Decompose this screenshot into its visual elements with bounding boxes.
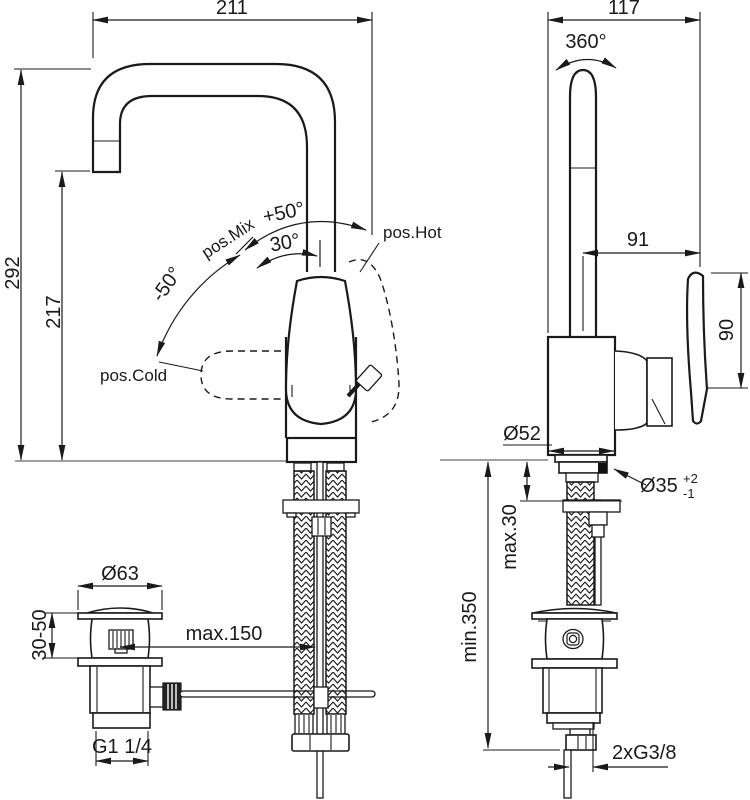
- rod-coupler-side: [588, 511, 608, 526]
- handle-front: [284, 275, 358, 426]
- pos-cold-leader: [158, 361, 204, 372]
- dim-hose-thread-label: 2xG3/8: [612, 742, 676, 764]
- brand-mark-icon: [562, 628, 584, 650]
- dim-hose-min-length: min.350: [459, 461, 560, 751]
- pop-up-waste-side: [531, 607, 618, 799]
- arc-plus50: [244, 220, 367, 251]
- lever-knob: [355, 364, 383, 392]
- dim-handle-reach-label: 91: [627, 229, 649, 251]
- thirty-label: 30°: [268, 230, 302, 257]
- arc-30: [256, 248, 318, 269]
- base-seal: [598, 463, 607, 473]
- dim-handle-height: 90: [706, 272, 748, 389]
- rod-coupler-upper: [311, 516, 332, 537]
- dim-hole-diameter-label: Ø35+2-1: [640, 471, 698, 501]
- handle-angle-annotations: pos.Mix +50° 30° -50° pos.Cold pos.Hot: [100, 198, 442, 385]
- threaded-shank: [565, 472, 599, 483]
- dim-body-diameter: Ø52: [503, 423, 615, 455]
- lever-stem: [346, 381, 362, 398]
- g38-hex-nut: [565, 734, 597, 751]
- dim-spout-reach: 211: [92, 0, 373, 235]
- handle-position-hot-dashed: [348, 258, 400, 423]
- rod-coupler-lower: [313, 686, 329, 709]
- dim-waste-thread-label: G1 1/4: [92, 736, 152, 758]
- dim-hose-min-length-label: min.350: [459, 591, 481, 662]
- spout-tube-side: [568, 68, 598, 337]
- pull-rod-front: [316, 461, 324, 799]
- base-lip-side: [554, 454, 608, 463]
- pos-cold-label: pos.Cold: [100, 366, 167, 385]
- mounting-hardware-front: [282, 499, 360, 752]
- dim-depth-label: 117: [608, 0, 640, 19]
- handle-neck: [614, 350, 648, 431]
- swivel-arc: [555, 57, 617, 71]
- dim-outlet-height: 217: [43, 170, 90, 461]
- pos-hot-label: pos.Hot: [383, 223, 442, 242]
- hose-fitting-left: [293, 462, 312, 472]
- dim-handle-height-label: 90: [716, 319, 738, 341]
- dim-deck-thickness-label: max.30: [499, 504, 521, 570]
- handle-blade-side: [685, 271, 709, 425]
- dim-rod-max-length: max.150: [119, 623, 316, 651]
- dim-handle-reach: 91: [582, 229, 701, 331]
- waste-side-port: [149, 686, 164, 708]
- front-view: 211 292 217 pos.Mix +50° 30° -50° pos.Co: [2, 0, 442, 799]
- dim-hose-thread: 2xG3/8: [548, 722, 676, 772]
- body-side: [546, 335, 617, 457]
- dim-deck-thickness-max: max.30: [499, 461, 622, 570]
- dim-hole-diameter: Ø35+2-1: [613, 468, 698, 501]
- dim-body-diameter-label: Ø52: [503, 423, 541, 445]
- pop-up-waste-front: [77, 607, 182, 729]
- handle-joint: [646, 357, 673, 427]
- dim-total-height: 292: [2, 68, 91, 461]
- dim-waste-flange-label: Ø63: [101, 563, 139, 585]
- dim-outlet-height-label: 217: [43, 295, 65, 328]
- dim-waste-thread: G1 1/4: [92, 731, 152, 766]
- hose-fitting-right: [326, 462, 345, 472]
- waste-rod-side: [563, 749, 572, 799]
- waste-tailpipe: [92, 712, 151, 729]
- swivel-label: 360°: [565, 31, 606, 53]
- minus50-label: -50°: [147, 263, 186, 306]
- base-front: [285, 436, 358, 464]
- mounting-bracket: [282, 499, 360, 514]
- dim-total-height-label: 292: [2, 256, 24, 289]
- dim-spout-reach-label: 211: [216, 0, 248, 19]
- arc-minus50: [156, 254, 241, 357]
- shank-and-hose-side: [562, 472, 621, 606]
- mounting-washer-side: [562, 499, 621, 513]
- hose-hex-nut: [291, 733, 350, 752]
- dim-rod-max-length-label: max.150: [186, 623, 263, 645]
- dim-waste-flange-diameter: Ø63: [77, 563, 163, 610]
- dim-depth: 117: [547, 0, 701, 333]
- dim-waste-deck-range: 30-50: [29, 609, 78, 661]
- dim-waste-deck-range-label: 30-50: [29, 609, 51, 660]
- pos-hot-leader: [359, 242, 380, 273]
- swivel-annotation: 360°: [555, 31, 617, 71]
- side-view: 117 360° 91 90 Ø52: [440, 0, 748, 799]
